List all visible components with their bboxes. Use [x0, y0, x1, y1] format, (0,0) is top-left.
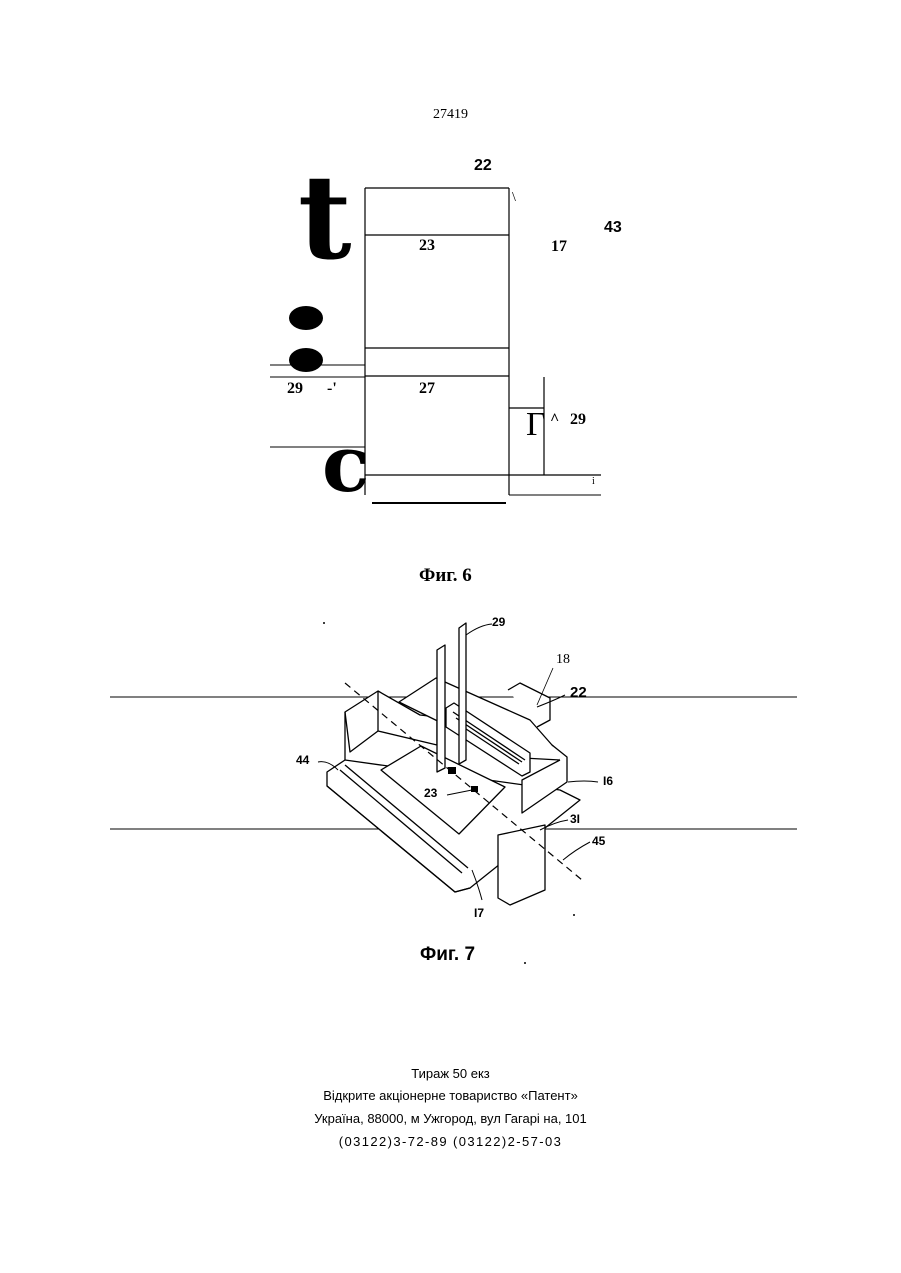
fig7-leader-29: [466, 624, 492, 635]
fig7-stray-mark-2: [573, 914, 575, 916]
fig7-label-22: 22: [570, 684, 587, 701]
fig7-label-31: 3I: [570, 812, 580, 826]
footer-publisher: Відкрите акціонерне товариство «Патент»: [0, 1088, 901, 1103]
fig7-leader-45: [563, 842, 590, 860]
fig7-fastener-2: [471, 786, 478, 792]
fig7-fastener-1: [448, 767, 456, 774]
fig7-leg: [498, 825, 545, 905]
fig7-label-18: 18: [556, 652, 570, 668]
fig7-label-17: I7: [474, 906, 484, 920]
fig7-label-16: I6: [603, 774, 613, 788]
fig7-post-right: [459, 623, 466, 764]
fig7-stray-mark-3: [524, 962, 526, 964]
footer-circulation: Тираж 50 екз: [0, 1066, 901, 1081]
fig7-label-23: 23: [424, 786, 437, 800]
fig7-leader-16: [568, 781, 598, 782]
fig7-stray-mark-1: [323, 622, 325, 624]
fig7-label-45: 45: [592, 834, 605, 848]
footer-phones: (03122)3-72-89 (03122)2-57-03: [0, 1134, 901, 1149]
footer-address: Україна, 88000, м Ужгород, вул Гагарі на…: [0, 1111, 901, 1126]
fig7-label-44: 44: [296, 753, 309, 767]
fig7-label-29: 29: [492, 615, 505, 629]
fig7-caption: Фиг. 7: [420, 944, 475, 966]
fig7-post-left: [437, 645, 445, 772]
